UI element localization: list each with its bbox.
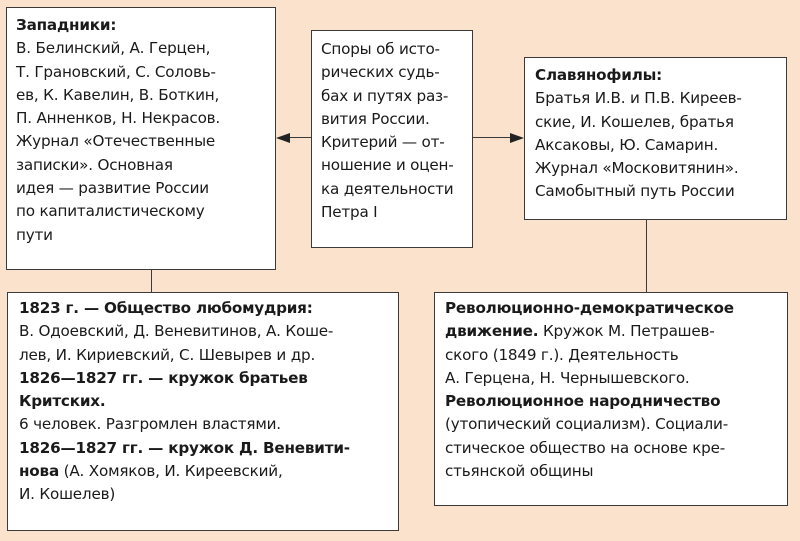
westerners-line: В. Белинский, А. Герцен, — [16, 39, 211, 58]
circles-heading: нова — [19, 462, 59, 481]
center-line: вития России. — [321, 109, 430, 128]
circles-heading: Критских. — [19, 392, 106, 411]
circles-line: лев, И. Кириевский, С. Шевырев и др. — [19, 345, 316, 364]
center-line: Петра I — [321, 203, 378, 222]
circles-line: И. Кошелев) — [19, 485, 116, 504]
revolutionary-heading: Революционно-демократическое — [445, 299, 734, 317]
revolutionary-box: Революционно-демократическое движение. К… — [434, 292, 788, 506]
revolutionary-line: стьянской общины — [445, 462, 594, 481]
center-line: ношение и оцен- — [321, 156, 454, 175]
westerners-line: ев, К. Кавелин, В. Боткин, — [16, 85, 220, 104]
revolutionary-line: Кружок М. Петрашев- — [538, 322, 715, 341]
revolutionary-heading: движение. — [445, 322, 539, 341]
revolutionary-line: А. Герцена, Н. Чернышевского. — [445, 368, 690, 387]
arrow-left-icon — [276, 133, 290, 143]
circles-box: 1823 г. — Общество любомудрия: В. Одоевс… — [7, 292, 399, 531]
westerners-line: записки». Основная — [16, 155, 173, 174]
westerners-line: идея — развитие России — [16, 179, 209, 198]
slavophiles-line: Братья И.В. и П.В. Киреев- — [535, 89, 742, 108]
center-line: бах и путях раз- — [321, 86, 449, 105]
connector-center-to-west — [290, 137, 311, 139]
westerners-line: Журнал «Отечественные — [16, 132, 215, 151]
arrow-right-icon — [510, 133, 524, 143]
center-line: Критерий — от- — [321, 133, 445, 152]
westerners-line: пути — [16, 225, 53, 244]
slavophiles-line: Самобытный путь России — [535, 182, 735, 201]
connector-center-to-slav — [473, 137, 510, 139]
slavophiles-box: Славянофилы: Братья И.В. и П.В. Киреев- … — [524, 57, 787, 220]
slavophiles-line: Аксаковы, Ю. Самарин. — [535, 135, 719, 154]
connector-west-to-1823 — [151, 270, 153, 292]
connector-slav-to-rev — [646, 220, 648, 292]
slavophiles-title: Славянофилы: — [535, 66, 663, 84]
circles-heading: 1823 г. — Общество любомудрия: — [19, 299, 313, 317]
circles-line: В. Одоевский, Д. Веневитинов, А. Коше- — [19, 322, 334, 341]
westerners-title: Западники: — [16, 16, 117, 34]
circles-heading: 1826—1827 гг. — кружок Д. Веневити- — [19, 438, 350, 457]
revolutionary-line: (утопический социализм). Социали- — [445, 415, 728, 434]
westerners-line: Т. Грановский, С. Соловь- — [16, 62, 216, 81]
circles-heading: 1826—1827 гг. — кружок братьев — [19, 368, 308, 387]
westerners-line: по капиталистическому — [16, 202, 205, 221]
circles-line: 6 человек. Разгромлен властями. — [19, 415, 281, 434]
circles-line: (А. Хомяков, И. Киреевский, — [59, 462, 283, 481]
center-line: рических судь- — [321, 63, 440, 82]
center-topic-box: Споры об исто- рических судь- бах и путя… — [311, 30, 473, 248]
westerners-line: П. Анненков, Н. Некрасов. — [16, 109, 221, 128]
center-line: Споры об исто- — [321, 40, 440, 58]
westerners-box: Западники: В. Белинский, А. Герцен, Т. Г… — [6, 7, 276, 270]
center-line: ка деятельности — [321, 179, 454, 198]
slavophiles-line: ские, И. Кошелев, братья — [535, 112, 734, 131]
revolutionary-line: ского (1849 г.). Деятельность — [445, 345, 679, 364]
slavophiles-line: Журнал «Московитянин». — [535, 159, 739, 178]
revolutionary-line: стическое общество на основе кре- — [445, 438, 726, 457]
revolutionary-heading: Революционное народничество — [445, 392, 721, 411]
